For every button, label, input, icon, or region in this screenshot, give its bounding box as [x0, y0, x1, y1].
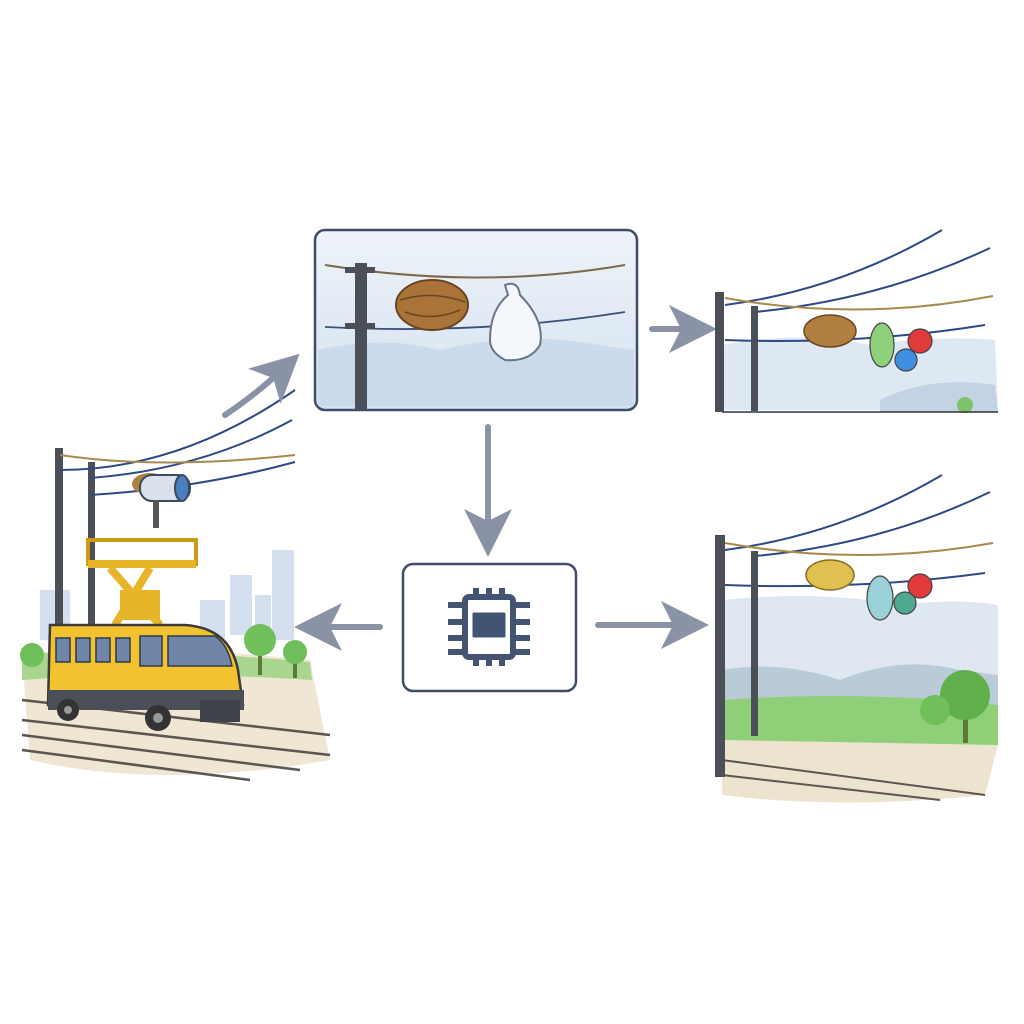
tree-icon: [20, 624, 307, 678]
nest-icon: [395, 279, 469, 331]
pole-icon: [55, 448, 63, 648]
nest-icon: [805, 559, 855, 591]
nest-icon: [803, 314, 857, 348]
detection-result-bottom-scene: [715, 474, 998, 803]
pole-icon: [715, 535, 725, 777]
arrow-vehicle-to-capture: [222, 353, 300, 418]
tree-icon: [920, 670, 990, 743]
processor-panel: [401, 562, 578, 693]
laser-device-icon: [139, 474, 191, 528]
pole-icon: [355, 263, 367, 410]
cpu-chip-icon: [448, 588, 530, 666]
balloons-icon: [869, 322, 933, 372]
inspection-vehicle-scene: [20, 389, 331, 782]
rail-inspection-truck-icon: [46, 623, 245, 731]
balloons-icon: [866, 573, 933, 621]
captured-image-panel: [313, 228, 639, 412]
plastic-bag-icon: [488, 282, 542, 362]
lift-platform-icon: [86, 538, 198, 628]
detection-result-top-scene: [715, 229, 998, 413]
